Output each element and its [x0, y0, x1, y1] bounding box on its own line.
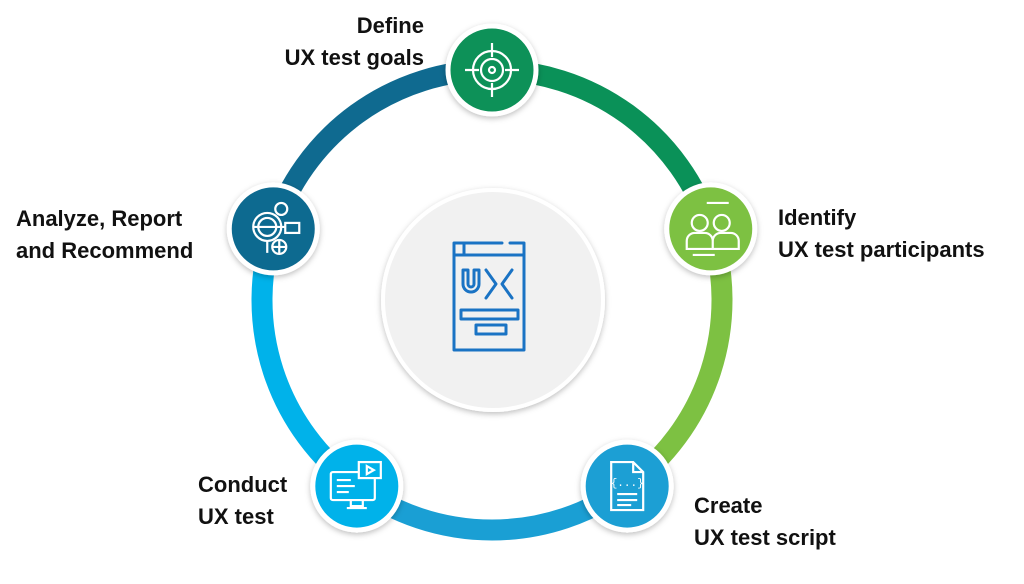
step-label-conduct: Conduct UX test: [198, 469, 287, 533]
step-title: Create: [694, 493, 763, 518]
step-node: [226, 182, 320, 276]
step-circle: [445, 23, 539, 117]
monitor-video-icon: [329, 460, 382, 510]
target-icon: [465, 43, 519, 97]
step-label-identify: Identify UX test participants: [778, 202, 985, 266]
step-node: [445, 23, 539, 117]
participants-icon: [685, 201, 740, 257]
step-circle: [310, 439, 404, 533]
analysis-magnifier-icon: [252, 201, 301, 256]
step-subtitle: UX test participants: [778, 237, 985, 262]
ux-mockup-icon: [452, 241, 526, 352]
step-subtitle: and Recommend: [16, 238, 194, 263]
step-title: Analyze, Report: [16, 206, 183, 231]
step-node: [664, 182, 758, 276]
step-label-analyze: Analyze, Report and Recommend: [16, 203, 193, 267]
script-document-icon: {...}: [610, 460, 645, 512]
step-label-define: Define UX test goals: [240, 10, 424, 74]
step-title: Conduct: [198, 472, 288, 497]
step-subtitle: UX test goals: [284, 45, 424, 70]
svg-text:{...}: {...}: [611, 478, 644, 490]
step-subtitle: UX test script: [694, 525, 836, 550]
step-circle: [580, 439, 674, 533]
step-subtitle: UX test: [198, 504, 274, 529]
step-circle: [664, 182, 758, 276]
step-title: Define: [356, 13, 424, 38]
step-title: Identify: [778, 205, 857, 230]
step-circle: [226, 182, 320, 276]
step-label-create: Create UX test script: [694, 490, 836, 554]
center-circle: [381, 188, 605, 412]
step-node: [310, 439, 404, 533]
step-node: {...}: [580, 439, 674, 533]
